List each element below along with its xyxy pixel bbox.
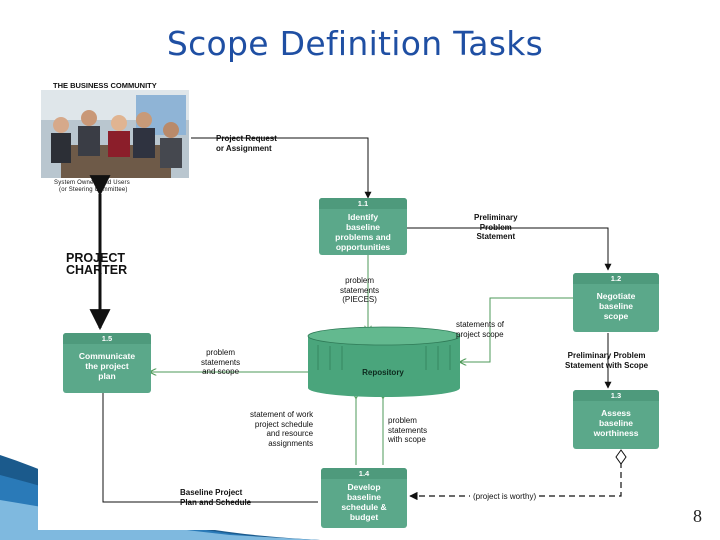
scope-definition-diagram: THE BUSINESS COMMUNITY System Owners and… bbox=[38, 70, 690, 530]
slide-title: Scope Definition Tasks bbox=[166, 24, 544, 63]
repository-label: Repository bbox=[362, 368, 404, 377]
business-people-photo bbox=[41, 90, 189, 178]
repository-store bbox=[307, 326, 461, 397]
business-community-header: THE BUSINESS COMMUNITY bbox=[53, 81, 157, 90]
page-number: 8 bbox=[693, 506, 702, 526]
flow-project-is-worthy: (project is worthy) bbox=[470, 492, 540, 502]
